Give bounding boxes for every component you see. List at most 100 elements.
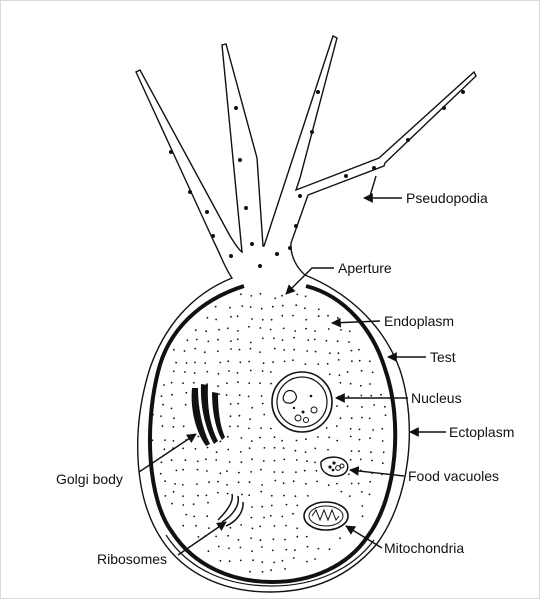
stipple-dot <box>207 340 210 343</box>
stipple-dot <box>164 480 167 482</box>
stipple-dot <box>240 293 242 296</box>
stipple-dot <box>196 460 199 463</box>
golgi-body-pointer <box>138 433 197 473</box>
stipple-dot <box>292 480 295 483</box>
stipple-dot <box>184 459 187 462</box>
stipple-dot <box>215 318 218 321</box>
stipple-dot <box>251 550 254 552</box>
stipple-dot <box>182 382 185 384</box>
stipple-dot <box>251 406 254 409</box>
stipple-dot <box>314 558 316 560</box>
stipple-dot <box>194 347 197 350</box>
stipple-dot <box>208 481 211 484</box>
stipple-dot <box>182 504 185 506</box>
stipple-dot <box>159 472 162 475</box>
stipple-dot <box>317 308 320 311</box>
stipple-dot <box>270 427 272 430</box>
stipple-dot <box>250 537 253 539</box>
label-endoplasm: Endoplasm <box>384 313 454 329</box>
stipple-dot <box>285 503 288 506</box>
stipple-dot <box>295 471 297 474</box>
stipple-dot <box>306 495 309 497</box>
granule-dot <box>294 224 298 228</box>
pseudopodia-granules <box>169 90 465 268</box>
label-test: Test <box>430 349 456 365</box>
stipple-dot <box>274 297 277 300</box>
stipple-dot <box>350 417 353 420</box>
stipple-dot <box>368 360 371 363</box>
golgi-body-icon <box>191 384 225 446</box>
stipple-dot <box>216 491 219 494</box>
stipple-dot <box>273 347 276 350</box>
stipple-dot <box>296 504 299 507</box>
stipple-dot <box>172 370 175 373</box>
stipple-dot <box>261 546 263 548</box>
stipple-dot <box>359 458 362 461</box>
stipple-dot <box>228 370 230 372</box>
stipple-dot <box>240 524 243 526</box>
stipple-dot <box>269 514 272 517</box>
stipple-dot <box>283 458 286 461</box>
stipple-dot <box>206 446 209 449</box>
granule-dot <box>238 158 242 162</box>
stipple-dot <box>361 505 364 507</box>
label-food-vacuoles: Food vacuoles <box>408 468 499 484</box>
stipple-dot <box>248 427 250 430</box>
stipple-dot <box>238 414 241 417</box>
stipple-dot <box>218 393 221 395</box>
stipple-dot <box>294 449 297 452</box>
stipple-dot <box>261 370 264 372</box>
stipple-dot <box>217 545 220 548</box>
stipple-dot <box>347 395 350 398</box>
pseudopodia-pointer-tick <box>369 175 377 197</box>
stipple-dot <box>284 568 286 570</box>
granule-dot <box>211 234 215 238</box>
endoplasm-stipple <box>151 292 387 573</box>
stipple-dot <box>281 314 284 317</box>
stipple-dot <box>273 561 276 564</box>
stipple-dot <box>239 559 242 562</box>
stipple-dot <box>228 547 230 550</box>
stipple-dot <box>173 348 175 351</box>
aperture-pointer <box>285 267 334 295</box>
stipple-dot <box>371 371 374 374</box>
stipple-dot <box>270 318 273 321</box>
stipple-dot <box>206 515 209 518</box>
stipple-dot <box>259 382 261 384</box>
stipple-dot <box>226 492 229 495</box>
stipple-dot <box>349 382 352 385</box>
stipple-dot <box>248 360 251 363</box>
stipple-dot <box>195 338 198 341</box>
stipple-dot <box>240 437 243 439</box>
stipple-dot <box>361 406 363 408</box>
stipple-dot <box>192 381 195 384</box>
stipple-dot <box>197 536 200 538</box>
label-aperture: Aperture <box>338 260 392 276</box>
stipple-dot <box>261 337 264 340</box>
stipple-dot <box>194 448 197 450</box>
stipple-dot <box>252 559 255 562</box>
stipple-dot <box>227 534 230 537</box>
stipple-dot <box>270 494 273 497</box>
stipple-dot <box>172 440 175 442</box>
stipple-dot <box>292 314 294 317</box>
stipple-dot <box>185 362 188 364</box>
label-pseudopodia: Pseudopodia <box>406 190 488 206</box>
stipple-dot <box>259 436 261 439</box>
nucleus-icon <box>271 371 333 433</box>
stipple-dot <box>273 525 276 527</box>
stipple-dot <box>261 561 264 564</box>
stipple-dot <box>237 330 239 332</box>
stipple-dot <box>205 494 208 497</box>
stipple-dot <box>181 484 184 486</box>
stipple-dot <box>270 569 272 572</box>
stipple-dot <box>337 359 340 361</box>
stipple-dot <box>227 448 230 451</box>
granule-dot <box>288 246 292 250</box>
stipple-dot <box>163 384 165 386</box>
stipple-dot <box>328 436 331 439</box>
granule-dot <box>316 90 320 94</box>
stipple-dot <box>274 479 277 482</box>
stipple-dot <box>241 305 244 307</box>
stipple-dot <box>248 382 251 384</box>
